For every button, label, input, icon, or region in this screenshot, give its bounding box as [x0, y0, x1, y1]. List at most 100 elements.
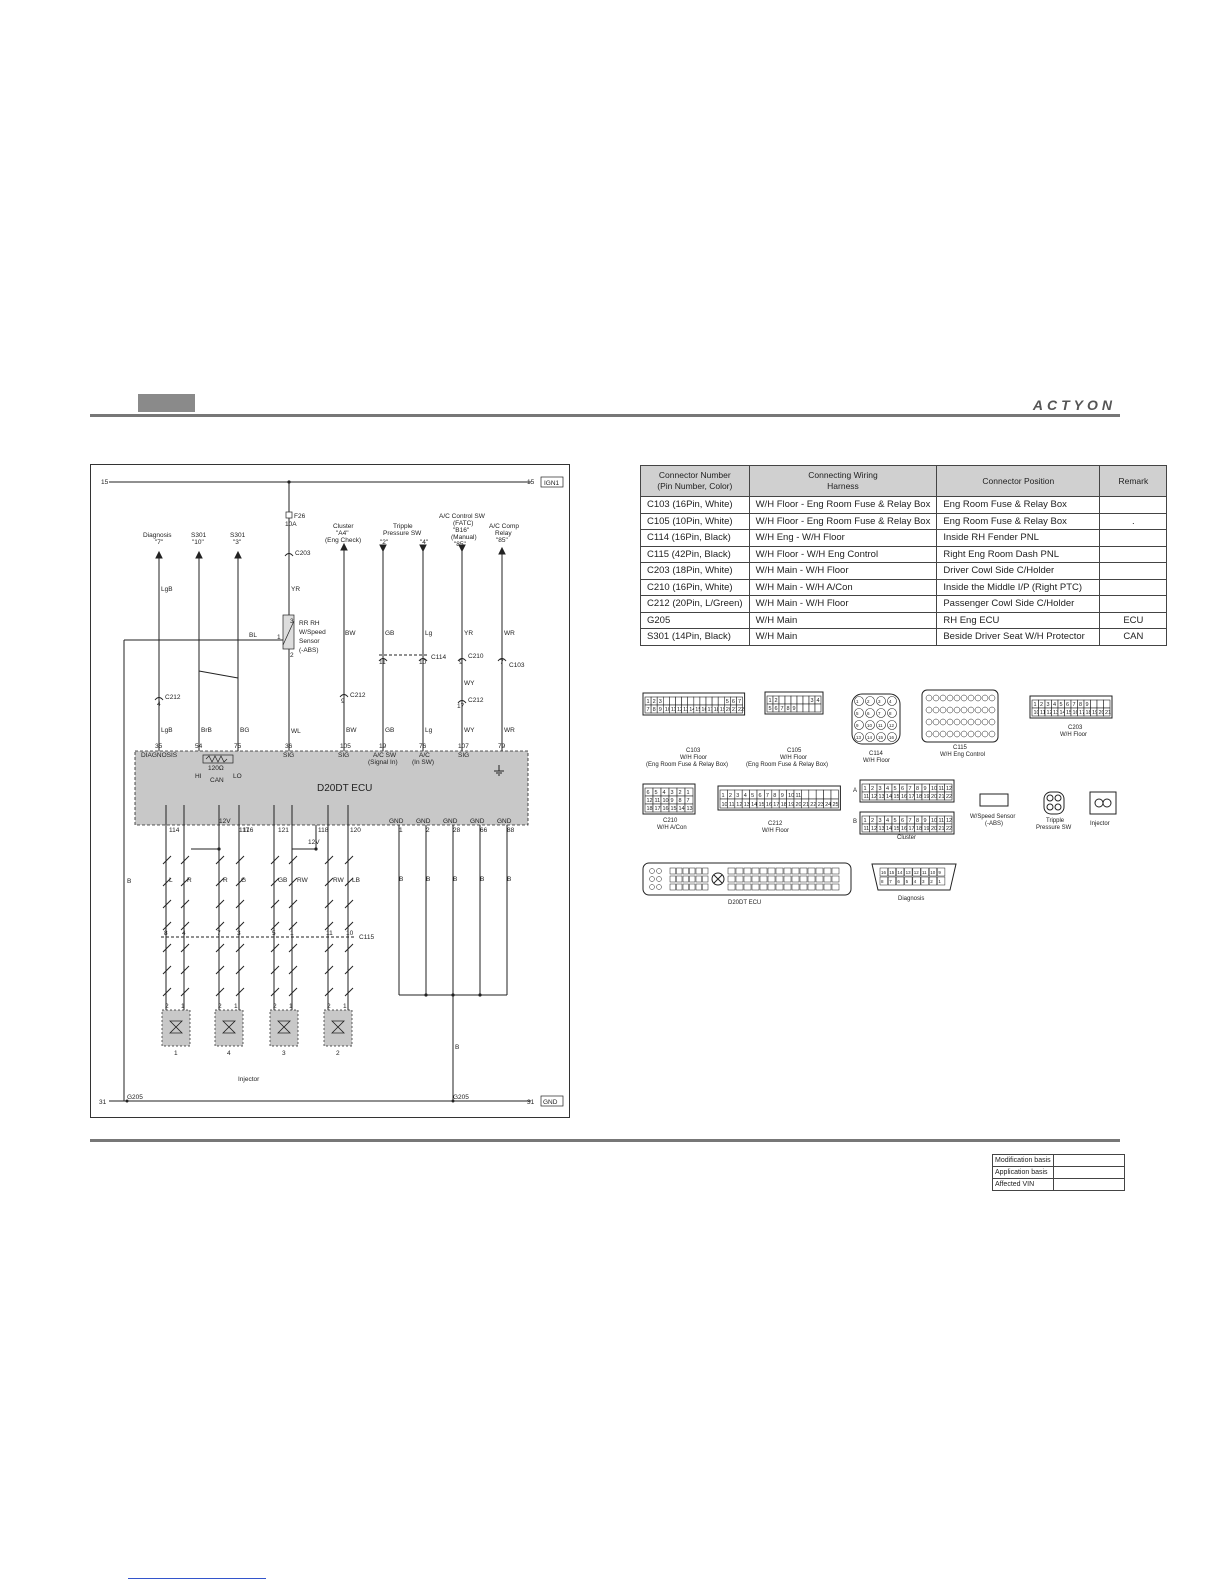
svg-text:13: 13 — [1053, 710, 1059, 716]
svg-text:5: 5 — [655, 790, 658, 796]
svg-text:7: 7 — [909, 818, 912, 824]
c114-label: C114 — [431, 654, 446, 661]
svg-text:7: 7 — [738, 699, 741, 705]
wire-yr2: YR — [464, 630, 473, 637]
ecu-label-acsw-1: A/C SW — [373, 752, 397, 759]
injector-pin: 2 — [165, 1003, 169, 1010]
svg-text:19: 19 — [924, 826, 930, 832]
svg-text:5: 5 — [769, 706, 772, 712]
svg-text:14: 14 — [679, 806, 685, 812]
cell-remark: CAN — [1099, 628, 1168, 646]
cap-tripple-1: Tripple — [1046, 818, 1065, 824]
injector-number: 4 — [227, 1050, 231, 1057]
fuse-name: F26 — [294, 513, 306, 520]
svg-text:6: 6 — [732, 699, 735, 705]
cap-c105-2: W/H Floor — [780, 755, 807, 761]
injector-number: 3 — [282, 1050, 286, 1057]
cell-position: Driver Cowl Side C/Holder — [936, 562, 1101, 580]
can-label: CAN — [210, 777, 224, 784]
ecu-bottom-pin: 118 — [318, 827, 329, 834]
svg-text:10: 10 — [931, 818, 937, 824]
svg-text:19: 19 — [1092, 710, 1098, 716]
svg-text:1: 1 — [647, 699, 650, 705]
svg-text:1: 1 — [938, 879, 941, 884]
svg-text:2: 2 — [679, 790, 682, 796]
ecu-top-pin: 105 — [340, 743, 351, 750]
cap-c212-2: W/H Floor — [762, 828, 789, 834]
ecu-bottom-pin: 114 — [169, 827, 180, 834]
cell-connector: C212 (20Pin, L/Green) — [640, 595, 750, 613]
svg-text:14: 14 — [751, 802, 757, 808]
injector-pin: 1 — [289, 1003, 293, 1010]
wire-b-g3: B — [453, 876, 457, 883]
cell-position: Beside Driver Seat W/H Protector — [936, 628, 1101, 646]
mod-value — [1052, 1178, 1125, 1191]
cap-c203-1: C203 — [1068, 725, 1083, 731]
mod-label: Modification basis — [992, 1154, 1054, 1167]
wire-lb: LB — [352, 877, 360, 884]
cell-remark — [1099, 545, 1168, 563]
cap-c103-2: W/H Floor — [680, 755, 707, 761]
wire-lg-2: Lg — [425, 727, 433, 734]
svg-text:7: 7 — [909, 786, 912, 792]
svg-text:2: 2 — [867, 699, 870, 704]
svg-text:16: 16 — [701, 707, 707, 713]
cap-c212-1: C212 — [768, 821, 783, 827]
svg-text:14: 14 — [689, 707, 695, 713]
brand-logo: ACTYON — [1032, 397, 1116, 413]
svg-text:15: 15 — [878, 735, 884, 740]
sensor-pin-1: 1 — [277, 634, 281, 641]
cap-c114-2: W/H Floor — [863, 758, 890, 764]
svg-text:12: 12 — [946, 786, 952, 792]
cap-c210-1: C210 — [663, 818, 678, 824]
dest-s301b-1: S301 — [230, 532, 246, 539]
dest-cluster-1: Cluster — [333, 523, 354, 530]
dest-acctrl-3: "B16" — [453, 527, 470, 534]
ecu-top-pin: 36 — [285, 743, 293, 750]
wire-gb: GB — [385, 630, 394, 637]
cell-position: Eng Room Fuse & Relay Box — [936, 512, 1101, 530]
dest-tripple-2: Pressure SW — [383, 530, 422, 537]
cell-remark — [1099, 496, 1168, 514]
modification-table: Modification basis Application basis Aff… — [992, 1154, 1125, 1191]
wire-rw-2: RW — [333, 877, 345, 884]
svg-text:19: 19 — [720, 707, 726, 713]
svg-text:3: 3 — [879, 818, 882, 824]
bus-bottom-right: 31 — [527, 1099, 535, 1106]
svg-text:12: 12 — [647, 798, 653, 804]
svg-text:12: 12 — [914, 870, 920, 875]
svg-text:10: 10 — [722, 802, 728, 808]
cell-position: Passenger Cowl Side C/Holder — [936, 595, 1101, 613]
svg-text:7: 7 — [766, 793, 769, 799]
wire-wy-2: WY — [464, 727, 475, 734]
svg-text:3: 3 — [1047, 702, 1050, 708]
svg-text:2: 2 — [653, 699, 656, 705]
svg-text:6: 6 — [775, 706, 778, 712]
svg-text:3: 3 — [879, 786, 882, 792]
svg-text:20: 20 — [931, 794, 937, 800]
svg-text:6: 6 — [1066, 702, 1069, 708]
svg-text:5: 5 — [726, 699, 729, 705]
row-b: B — [853, 819, 857, 825]
ecu-label-acsw-2: (Signal In) — [368, 759, 398, 766]
svg-text:16: 16 — [881, 870, 887, 875]
cell-remark: ECU — [1099, 611, 1168, 629]
sensor-line-4: (-ABS) — [299, 647, 319, 654]
svg-text:13: 13 — [856, 735, 862, 740]
cap-c115-1: C115 — [953, 745, 968, 751]
cell-connector: C105 (10Pin, White) — [640, 512, 750, 530]
svg-text:15: 15 — [1066, 710, 1072, 716]
svg-text:4: 4 — [914, 879, 917, 884]
ecu-top-pin: 54 — [195, 743, 203, 750]
wire-b-ground: B — [455, 1044, 459, 1051]
injector-pin: 1 — [181, 1003, 185, 1010]
ecu-label-diagnosis: DIAGNOSIS — [141, 752, 178, 759]
svg-text:8: 8 — [653, 707, 656, 713]
pin-c103-7: 7 — [500, 659, 504, 666]
cap-c203-2: W/H Floor — [1060, 732, 1087, 738]
wire-rw-1: RW — [297, 877, 309, 884]
ign1-label: IGN1 — [544, 480, 560, 487]
